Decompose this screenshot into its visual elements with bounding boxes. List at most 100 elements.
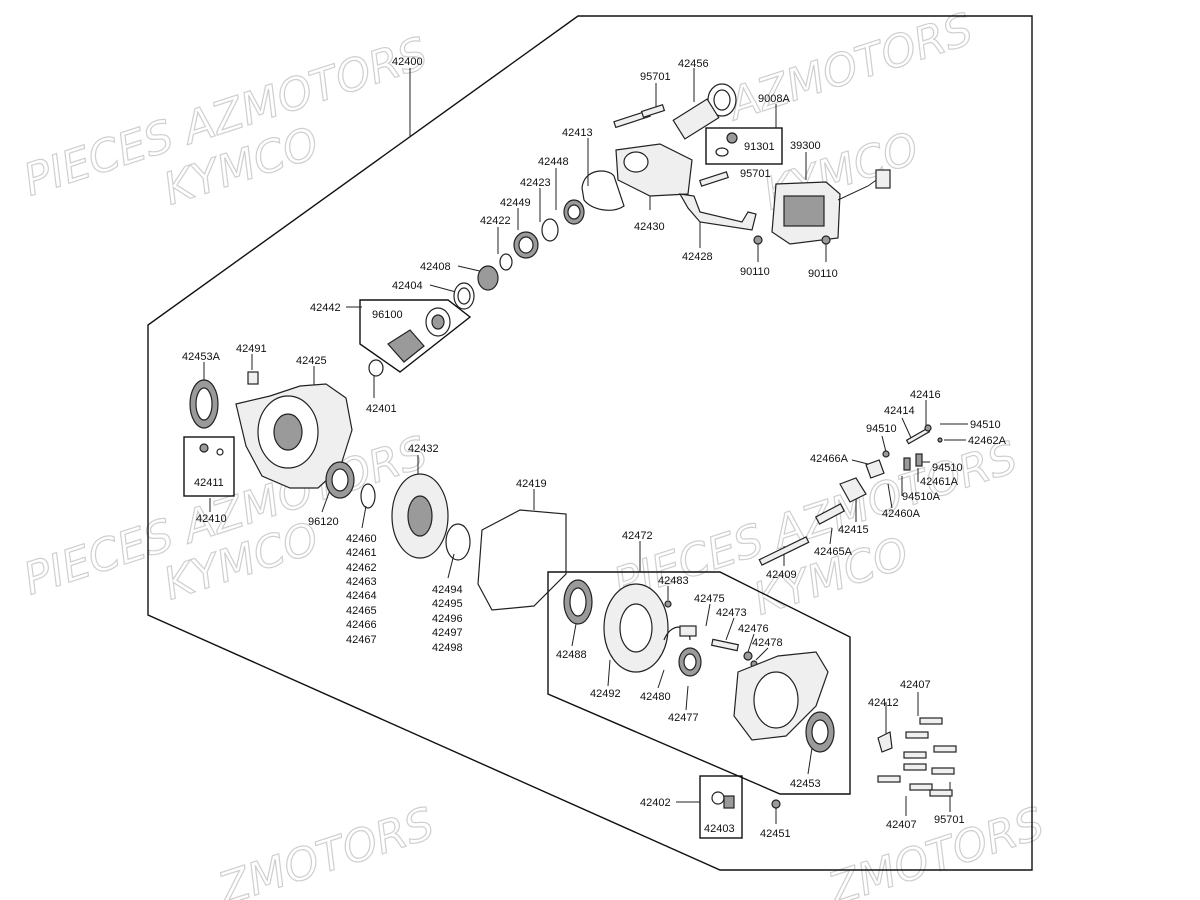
part-label: 42491 (236, 343, 267, 355)
part-label: 42488 (556, 649, 587, 661)
spring-42461A (915, 453, 923, 467)
part-label: 42477 (668, 712, 699, 724)
part-label: 42480 (640, 691, 671, 703)
part-label: 42449 (500, 197, 531, 209)
nut-9008A (726, 132, 738, 144)
part-label: 42496 (432, 613, 463, 625)
part-label: 42497 (432, 627, 463, 639)
bolt-group-box (705, 127, 783, 165)
nut-42451 (771, 799, 781, 809)
part-label: 39300 (790, 140, 821, 152)
rear-cover-group-box (547, 571, 851, 795)
part-label: 42408 (420, 261, 451, 273)
part-label: 42494 (432, 584, 463, 596)
bracket-42428 (678, 193, 757, 231)
ring-42460 (360, 483, 376, 509)
part-label: 42466 (346, 619, 377, 631)
plug-42402 (723, 795, 735, 809)
part-label: 42498 (432, 642, 463, 654)
part-label: 90110 (808, 268, 838, 280)
gasket-42419 (477, 509, 567, 611)
part-label: 42460 (346, 533, 377, 545)
part-label: 90110 (740, 266, 770, 278)
part-label: 42492 (590, 688, 621, 700)
part-label: 95701 (640, 71, 671, 83)
part-label: 42413 (562, 127, 593, 139)
part-label: 42409 (766, 569, 797, 581)
plug-42411 (199, 443, 209, 453)
watermark-layer: PIECES AZMOTORS KYMCO AZMOTORS KYMCO PIE… (17, 3, 1051, 900)
part-label: 42410 (196, 513, 227, 525)
part-label: 42402 (640, 797, 671, 809)
part-label: 42411 (194, 477, 224, 489)
part-label: 94510 (866, 423, 897, 435)
part-label: 42453 (790, 778, 821, 790)
part-label: 42475 (694, 593, 725, 605)
part-label: 42415 (838, 524, 869, 536)
plate-42412 (877, 731, 893, 753)
part-label: 96100 (372, 309, 403, 321)
shaft-42473 (710, 638, 740, 652)
plug-group-box (699, 775, 743, 839)
part-label: 42465A (814, 546, 853, 558)
part-label: 42422 (480, 215, 511, 227)
part-label: 42460A (882, 508, 921, 520)
part-label: 42478 (752, 637, 783, 649)
gasket-42413 (581, 170, 625, 211)
fork-42415 (839, 477, 867, 503)
part-label: 42403 (704, 823, 735, 835)
part-label: 42466A (810, 453, 849, 465)
pinion-group-box (359, 299, 472, 373)
part-label: 42400 (392, 56, 423, 68)
part-label: 42430 (634, 221, 665, 233)
part-label: 94510 (970, 419, 1001, 431)
bolt-95701 (699, 171, 729, 187)
shaft-42456 (672, 98, 720, 140)
ring-42422 (499, 253, 513, 271)
circlip-42423 (541, 218, 559, 242)
assembly-outline (147, 15, 1033, 871)
part-label: 9008A (758, 93, 790, 105)
part-label: 42401 (366, 403, 397, 415)
pinion-gear (387, 329, 425, 363)
part-label: 42465 (346, 605, 377, 617)
part-label: 42462A (968, 435, 1007, 447)
ring-42494 (445, 523, 471, 561)
part-label: 42463 (346, 576, 377, 588)
watermark: ZMOTORS (212, 798, 441, 900)
part-label: 94510A (902, 491, 941, 503)
part-label: 42472 (622, 530, 653, 542)
part-label: 42473 (716, 607, 747, 619)
part-label: 42407 (900, 679, 931, 691)
part-label: 42404 (392, 280, 423, 292)
part-label: 91301 (744, 141, 775, 153)
bearing-42408 (477, 265, 499, 291)
drain-plug-group-box (183, 436, 235, 497)
part-label: 94510 (932, 462, 963, 474)
leader-lines (203, 68, 968, 824)
part-label: 42414 (884, 405, 915, 417)
part-label: 42442 (310, 302, 341, 314)
bolt-group-42407 (877, 717, 957, 797)
bolt-95701 (640, 103, 666, 119)
part-label: 42467 (346, 634, 377, 646)
washer-91301 (715, 147, 729, 157)
part-label: 42419 (516, 478, 547, 490)
part-label: 95701 (740, 168, 771, 180)
part-label: 42425 (296, 355, 327, 367)
bearing-42401 (368, 359, 384, 377)
breather-42491 (247, 371, 259, 385)
part-label: 42461 (346, 547, 377, 559)
part-label: 42476 (738, 623, 769, 635)
part-label: 42453A (182, 351, 221, 363)
part-label: 42407 (886, 819, 917, 831)
part-label: 96120 (308, 516, 339, 528)
part-labels: 42400 42456 95701 9008A 91301 42413 3930… (182, 56, 1007, 840)
watermark: AZMOTORS (720, 4, 979, 132)
fork-42466A (865, 459, 885, 479)
part-label: 95701 (934, 814, 965, 826)
part-label: 42456 (678, 58, 709, 70)
part-label: 42416 (910, 389, 941, 401)
part-label: 42462 (346, 562, 377, 574)
